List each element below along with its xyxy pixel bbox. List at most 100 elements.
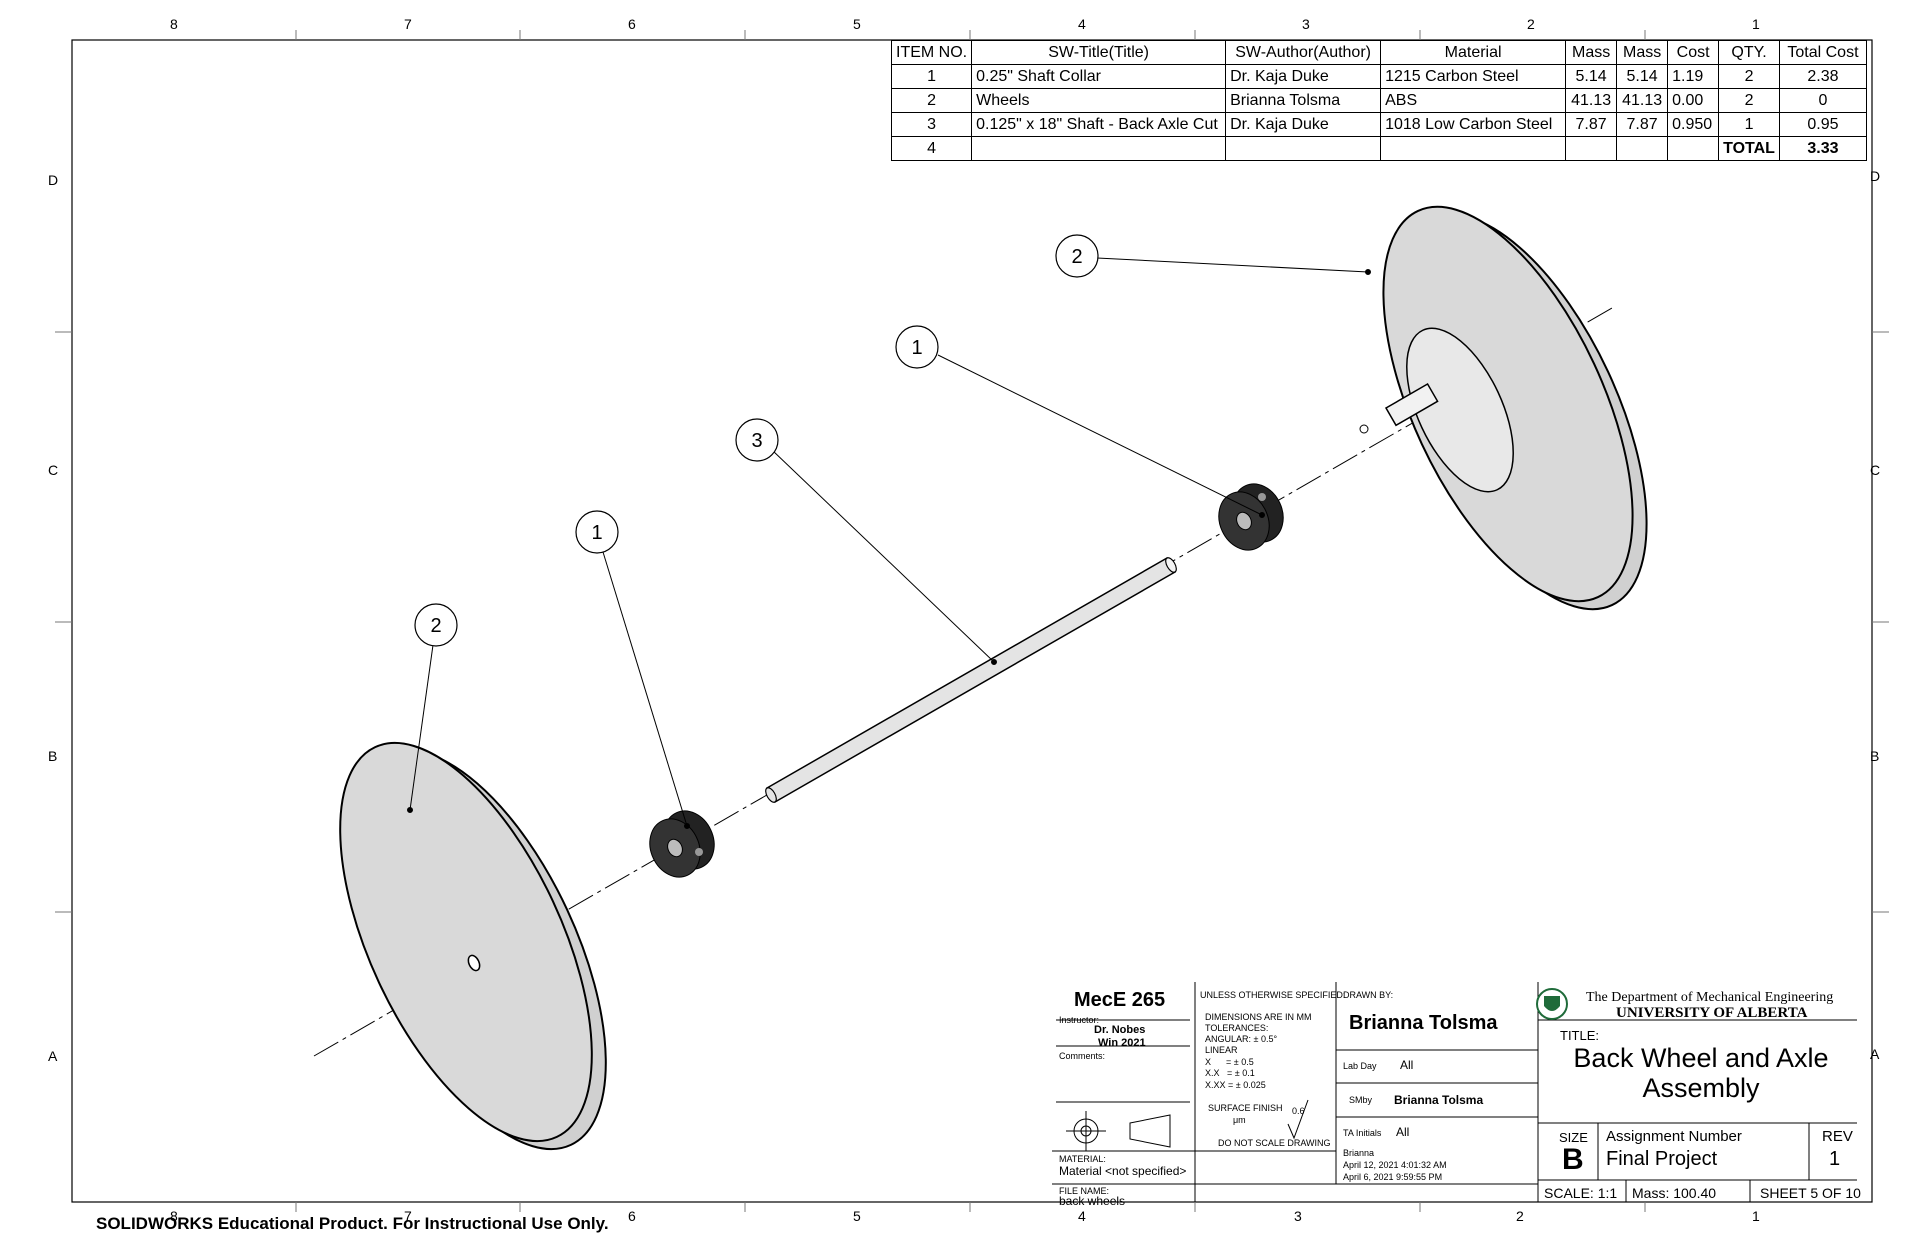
zone-col-top-5: 5 — [853, 16, 861, 32]
drawing-title-line-2: Assembly — [1642, 1073, 1760, 1103]
bom-cell: 0.00 — [1667, 88, 1720, 113]
bom-row: 4 TOTAL 3.33 — [890, 136, 1867, 161]
dim-line: TOLERANCES: — [1205, 1023, 1269, 1033]
zone-col-top-1: 1 — [1752, 16, 1760, 32]
educational-watermark: SOLIDWORKS Educational Product. For Inst… — [96, 1214, 609, 1233]
bom-cell: 7.87 — [1565, 112, 1618, 137]
balloon-wheel-left: 2 — [414, 603, 458, 647]
bom-cell — [1565, 136, 1618, 161]
course-code: MecE 265 — [1074, 989, 1166, 1011]
bom-row: 1 0.25" Shaft Collar Dr. Kaja Duke 1215 … — [890, 64, 1867, 89]
bom-cell: 1018 Low Carbon Steel — [1380, 112, 1567, 137]
zone-row-right-c: C — [1870, 462, 1881, 478]
zone-col-top-8: 8 — [170, 16, 178, 32]
zone-col-bottom-6: 6 — [628, 1208, 636, 1224]
zone-col-bottom-2: 2 — [1516, 1208, 1524, 1224]
bom-cell: 0.125" x 18" Shaft - Back Axle Cut — [971, 112, 1227, 137]
svg-text:2: 2 — [430, 615, 441, 637]
zone-col-bottom-5: 5 — [853, 1208, 861, 1224]
term: Win 2021 — [1098, 1037, 1146, 1049]
dim-line: X.XX = ± 0.025 — [1205, 1080, 1266, 1090]
bom-header-cost: Cost — [1667, 40, 1720, 65]
comments-label: Comments: — [1059, 1051, 1106, 1061]
bom-cell: 1 — [1718, 112, 1780, 137]
zone-row-left-b: B — [48, 748, 58, 764]
balloon-wheel-right: 2 — [1055, 234, 1099, 278]
bom-cell: Wheels — [971, 88, 1227, 113]
lab-day-value: All — [1400, 1058, 1414, 1072]
zone-col-bottom-7: 7 — [404, 1208, 412, 1224]
bom-header-mass-1: Mass — [1565, 40, 1618, 65]
bom-cell: 1.19 — [1667, 64, 1720, 89]
left-wheel — [339, 741, 607, 1151]
bom-total-value: 3.33 — [1778, 136, 1867, 161]
bom-cell: 0 — [1778, 88, 1867, 113]
right-wheel — [1359, 205, 1648, 611]
sm-by-value: Brianna Tolsma — [1394, 1093, 1484, 1107]
assignment-value: Final Project — [1606, 1148, 1718, 1170]
dim-line: X.X = ± 0.1 — [1205, 1068, 1255, 1078]
rev-value: 1 — [1829, 1148, 1841, 1170]
sheet-number: SHEET 5 OF 10 — [1760, 1185, 1861, 1201]
zone-row-left-c: C — [48, 462, 59, 478]
bom-cell — [1667, 136, 1720, 161]
bill-of-materials-table: ITEM NO. SW-Title(Title) SW-Author(Autho… — [890, 40, 1867, 161]
filename-value: back wheels — [1059, 1194, 1126, 1208]
mass-total: Mass: 100.40 — [1632, 1185, 1717, 1201]
zone-row-right-a: A — [1870, 1046, 1880, 1062]
filename-label: FILE NAME: — [1059, 1186, 1110, 1196]
bom-cell — [1225, 136, 1382, 161]
dim-line: DIMENSIONS ARE IN MM — [1205, 1012, 1312, 1022]
bom-header-qty: QTY. — [1718, 40, 1780, 65]
date-created: April 6, 2021 9:59:55 PM — [1343, 1172, 1443, 1182]
do-not-scale: DO NOT SCALE DRAWING — [1218, 1138, 1331, 1148]
bom-cell: 3 — [890, 112, 973, 137]
svg-text:1: 1 — [911, 337, 922, 359]
instructor-name: Dr. Nobes — [1094, 1024, 1146, 1036]
bom-cell: 5.14 — [1616, 64, 1669, 89]
bom-header-mass-2: Mass — [1616, 40, 1669, 65]
assignment-label: Assignment Number — [1606, 1128, 1742, 1145]
zone-row-left-d: D — [48, 172, 59, 188]
sm-by-label: SMby — [1349, 1095, 1373, 1105]
title-label: TITLE: — [1560, 1028, 1600, 1043]
unless-specified: UNLESS OTHERWISE SPECIFIED: — [1200, 990, 1346, 1000]
bom-cell: 4 — [890, 136, 973, 161]
bom-cell: 2 — [890, 88, 973, 113]
size-label: SIZE — [1559, 1130, 1588, 1145]
bom-cell — [971, 136, 1227, 161]
bom-header-item-no: ITEM NO. — [890, 40, 973, 65]
author-small: Brianna — [1343, 1148, 1375, 1158]
bom-row: 2 Wheels Brianna Tolsma ABS 41.13 41.13 … — [890, 88, 1867, 113]
zone-row-right-b: B — [1870, 748, 1880, 764]
department-name: The Department of Mechanical Engineering — [1586, 990, 1834, 1005]
zone-col-bottom-3: 3 — [1294, 1208, 1302, 1224]
balloon-collar-left: 1 — [575, 510, 619, 554]
rev-label: REV — [1822, 1128, 1853, 1145]
date-modified: April 12, 2021 4:01:32 AM — [1343, 1160, 1447, 1170]
bom-cell: 0.950 — [1667, 112, 1720, 137]
zone-col-bottom-1: 1 — [1752, 1208, 1760, 1224]
bom-cell: Dr. Kaja Duke — [1225, 112, 1382, 137]
balloon-shaft: 3 — [735, 418, 779, 462]
zone-col-top-6: 6 — [628, 16, 636, 32]
ta-initials-value: All — [1396, 1125, 1410, 1139]
zone-col-top-4: 4 — [1078, 16, 1086, 32]
size-value: B — [1562, 1143, 1584, 1176]
axle-shaft — [765, 556, 1177, 804]
surface-finish-unit: μm — [1233, 1115, 1246, 1125]
drawing-title: Back Wheel and Axle Assembly — [1556, 1043, 1846, 1103]
bom-cell: 1215 Carbon Steel — [1380, 64, 1567, 89]
university-name: UNIVERSITY OF ALBERTA — [1616, 1005, 1808, 1021]
zone-col-bottom-4: 4 — [1078, 1208, 1086, 1224]
zone-row-left-a: A — [48, 1048, 58, 1064]
zone-col-top-3: 3 — [1302, 16, 1310, 32]
svg-text:2: 2 — [1071, 246, 1082, 268]
bom-cell: 2 — [1718, 64, 1780, 89]
bom-header-author: SW-Author(Author) — [1225, 40, 1382, 65]
ta-initials-label: TA Initials — [1343, 1128, 1382, 1138]
drawing-title-line-1: Back Wheel and Axle — [1573, 1043, 1829, 1073]
zone-col-top-7: 7 — [404, 16, 412, 32]
scale: SCALE: 1:1 — [1544, 1185, 1618, 1201]
